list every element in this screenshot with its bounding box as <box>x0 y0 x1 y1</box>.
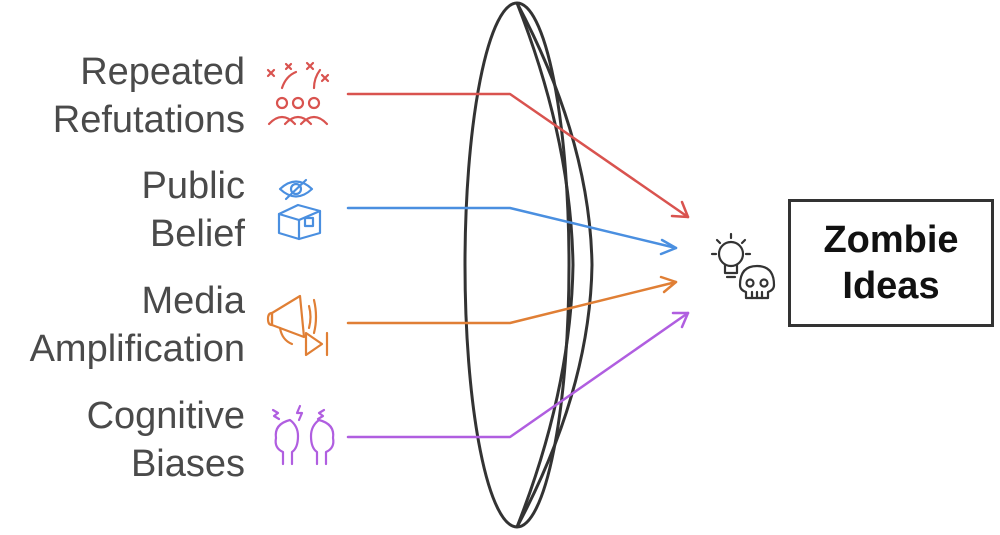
label-line: Belief <box>149 213 245 255</box>
label-line: Refutations <box>52 99 245 141</box>
megaphone-play-icon <box>266 294 329 357</box>
output-line: Ideas <box>842 265 940 307</box>
arrow-repeated-refutations <box>346 92 690 219</box>
label-line: Biases <box>130 443 245 485</box>
label-public-belief: Public Belief <box>142 162 246 258</box>
lightbulb-skull-icon <box>710 232 776 300</box>
label-line: Cognitive <box>86 395 245 437</box>
label-repeated-refutations: Repeated Refutations <box>53 48 245 144</box>
arrow-public-belief <box>346 206 678 256</box>
label-line: Repeated <box>80 51 245 93</box>
lens-shape <box>463 1 594 529</box>
zombie-ideas-box: Zombie Ideas <box>788 199 994 327</box>
arrow-media-amplification <box>346 275 678 325</box>
eye-box-icon <box>277 178 322 241</box>
label-line: Amplification <box>29 328 245 370</box>
label-media-amplification: Media Amplification <box>30 277 245 373</box>
label-cognitive-biases: Cognitive Biases <box>87 392 245 488</box>
crowd-celebration-icon <box>266 61 330 126</box>
label-line: Media <box>141 280 246 322</box>
output-line: Zombie <box>823 219 959 261</box>
arrow-cognitive-biases <box>346 311 690 439</box>
head-stress-icon <box>271 404 335 466</box>
label-line: Public <box>141 165 246 207</box>
